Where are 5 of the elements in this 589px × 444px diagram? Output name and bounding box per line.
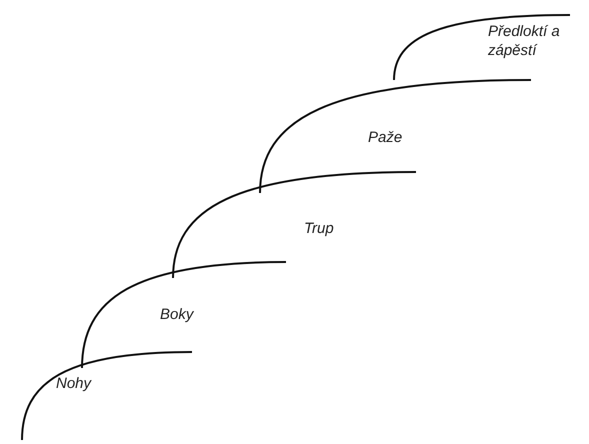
body-part-label: Boky (160, 305, 195, 324)
body-part-label: Nohy (56, 374, 93, 393)
body-part-label: Předloktí a zápěstí (488, 22, 561, 60)
body-part-label: Paže (368, 128, 404, 147)
body-part-label: Trup (304, 219, 335, 238)
